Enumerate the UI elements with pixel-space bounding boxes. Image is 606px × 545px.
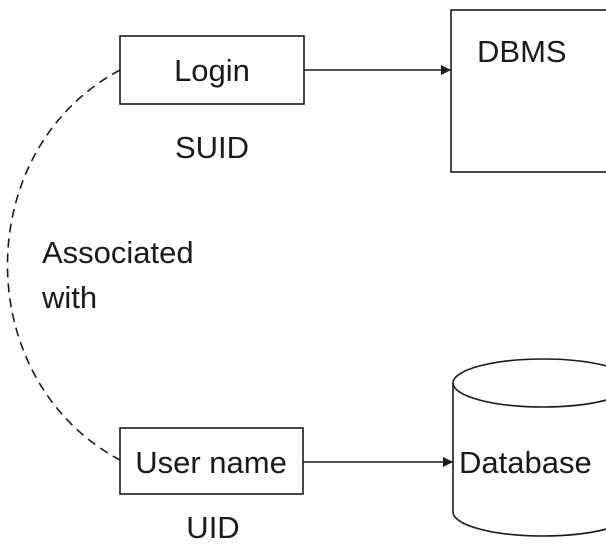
dbms-label: DBMS xyxy=(477,34,567,69)
suid-label: SUID xyxy=(174,130,250,165)
associated-label: Associated xyxy=(42,235,194,270)
user-name-label: User name xyxy=(135,445,287,480)
uid-label: UID xyxy=(186,510,240,545)
login-label: Login xyxy=(174,53,250,88)
user-name-box xyxy=(119,427,304,495)
database-cylinder xyxy=(452,358,606,537)
with-label: with xyxy=(42,280,98,315)
association-arc xyxy=(6,69,121,461)
dbms-box xyxy=(450,9,606,173)
database-label: Database xyxy=(459,445,592,480)
